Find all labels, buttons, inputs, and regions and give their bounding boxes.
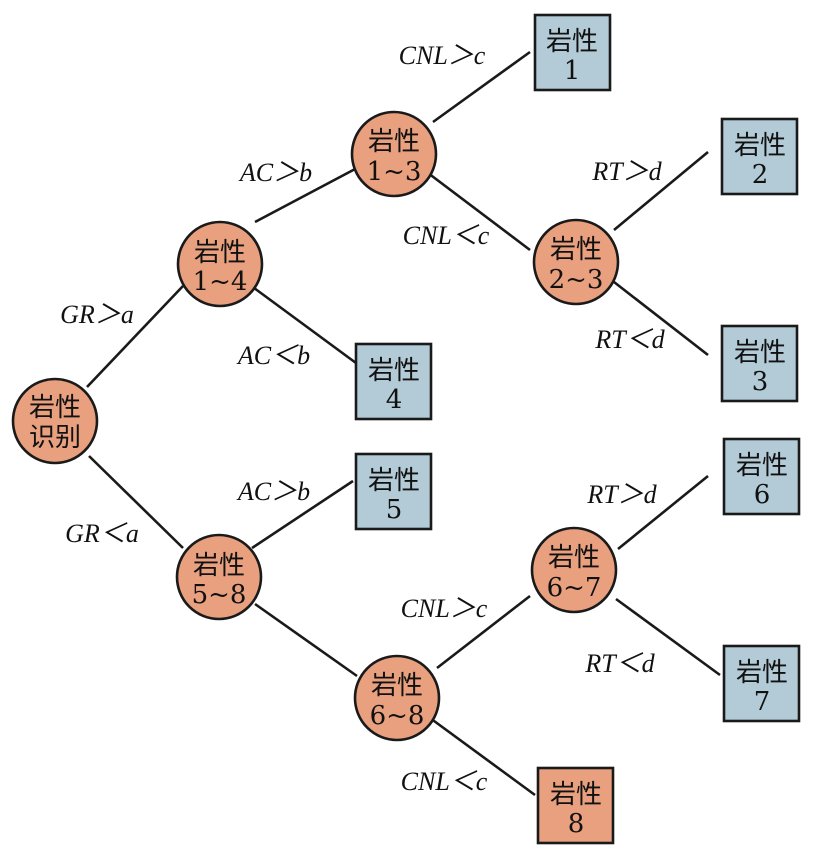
node-n67-line2: 6~7 <box>547 573 602 603</box>
node-n14-line1: 岩性 <box>194 238 246 268</box>
edge-label-cnl-lt-1: CNL＜c <box>403 221 490 250</box>
node-n58-line1: 岩性 <box>193 551 245 581</box>
edge-n14-leaf4 <box>249 283 357 365</box>
node-n23-line1: 岩性 <box>550 235 602 265</box>
edge-label-ac-lt-1: AC＜b <box>236 341 310 370</box>
leaf2-line2: 2 <box>752 160 769 190</box>
leaf4-line2: 4 <box>386 385 403 415</box>
edge-n58-leaf5 <box>251 479 354 550</box>
edge-label-rt-lt-2: RT＜d <box>584 649 655 678</box>
node-n13-line1: 岩性 <box>368 127 420 157</box>
node-root-line1: 岩性 <box>29 393 81 423</box>
edge-n68-n67 <box>436 594 531 670</box>
node-n67-line1: 岩性 <box>548 543 600 573</box>
leaf6-line2: 6 <box>754 480 771 510</box>
leaf-lithology-6: 岩性 6 <box>722 437 801 516</box>
edge-n67-leaf7 <box>615 597 721 677</box>
edge-n67-leaf6 <box>617 474 709 551</box>
leaf7-line1: 岩性 <box>736 658 788 688</box>
edge-label-gr-gt: GR＞a <box>60 300 134 329</box>
leaf8-line2: 8 <box>568 809 585 839</box>
edge-label-rt-gt-1: RT＞d <box>591 157 662 186</box>
leaf5-line1: 岩性 <box>368 466 420 496</box>
node-n58-line2: 5~8 <box>192 580 247 610</box>
edge-root-n58 <box>88 455 184 549</box>
leaf5-line2: 5 <box>386 495 403 525</box>
edge-label-ac-gt-1: AC＞b <box>238 158 312 187</box>
leaf6-line1: 岩性 <box>736 451 788 481</box>
leaf-lithology-5: 岩性 5 <box>354 452 433 531</box>
leaf-lithology-8: 岩性 8 <box>536 766 615 845</box>
leaf-lithology-3: 岩性 3 <box>720 324 799 403</box>
node-lithology-2-3: 岩性 2~3 <box>532 218 620 306</box>
node-lithology-1-3: 岩性 1~3 <box>350 110 438 198</box>
edge-n23-leaf2 <box>613 150 709 232</box>
edge-n13-leaf1 <box>432 50 531 124</box>
leaf-lithology-7: 岩性 7 <box>722 644 801 723</box>
node-lithology-1-4: 岩性 1~4 <box>176 220 264 308</box>
leaf1-line2: 1 <box>564 56 581 86</box>
leaf-lithology-4: 岩性 4 <box>354 342 433 421</box>
leaf3-line2: 3 <box>752 367 769 397</box>
leaf1-line1: 岩性 <box>546 27 598 57</box>
edge-label-rt-gt-2: RT＞d <box>586 480 657 509</box>
edge-n68-leaf8 <box>429 716 536 797</box>
edge-label-cnl-gt-2: CNL＞c <box>401 594 488 623</box>
edge-label-cnl-gt-1: CNL＞c <box>399 41 486 70</box>
edge-n13-n23 <box>427 171 531 252</box>
edge-label-rt-lt-1: RT＜d <box>594 325 665 354</box>
node-n23-line2: 2~3 <box>549 265 604 295</box>
edge-label-ac-gt-2: AC＞b <box>236 477 310 506</box>
leaf4-line1: 岩性 <box>368 356 420 386</box>
leaf8-line1: 岩性 <box>550 780 602 810</box>
node-root: 岩性 识别 <box>11 377 99 465</box>
edge-label-gr-lt: GR＜a <box>65 519 139 548</box>
leaf3-line1: 岩性 <box>734 338 786 368</box>
leaf2-line1: 岩性 <box>734 131 786 161</box>
edge-label-cnl-lt-2: CNL＜c <box>401 767 488 796</box>
edge-root-n14 <box>86 285 184 388</box>
node-lithology-6-7: 岩性 6~7 <box>530 526 618 614</box>
node-n14-line2: 1~4 <box>193 267 248 297</box>
leaf-lithology-1: 岩性 1 <box>533 13 612 92</box>
node-n68-line1: 岩性 <box>371 671 423 701</box>
leaf-lithology-2: 岩性 2 <box>720 117 799 196</box>
node-lithology-6-8: 岩性 6~8 <box>353 654 441 742</box>
leaf7-line2: 7 <box>754 687 771 717</box>
edge-n23-leaf3 <box>613 280 709 357</box>
node-n13-line2: 1~3 <box>367 157 422 187</box>
edge-n14-n13 <box>254 166 358 224</box>
node-n68-line2: 6~8 <box>370 701 425 731</box>
node-root-line2: 识别 <box>29 423 81 453</box>
edge-n58-n68 <box>254 602 358 678</box>
node-lithology-5-8: 岩性 5~8 <box>175 533 263 621</box>
